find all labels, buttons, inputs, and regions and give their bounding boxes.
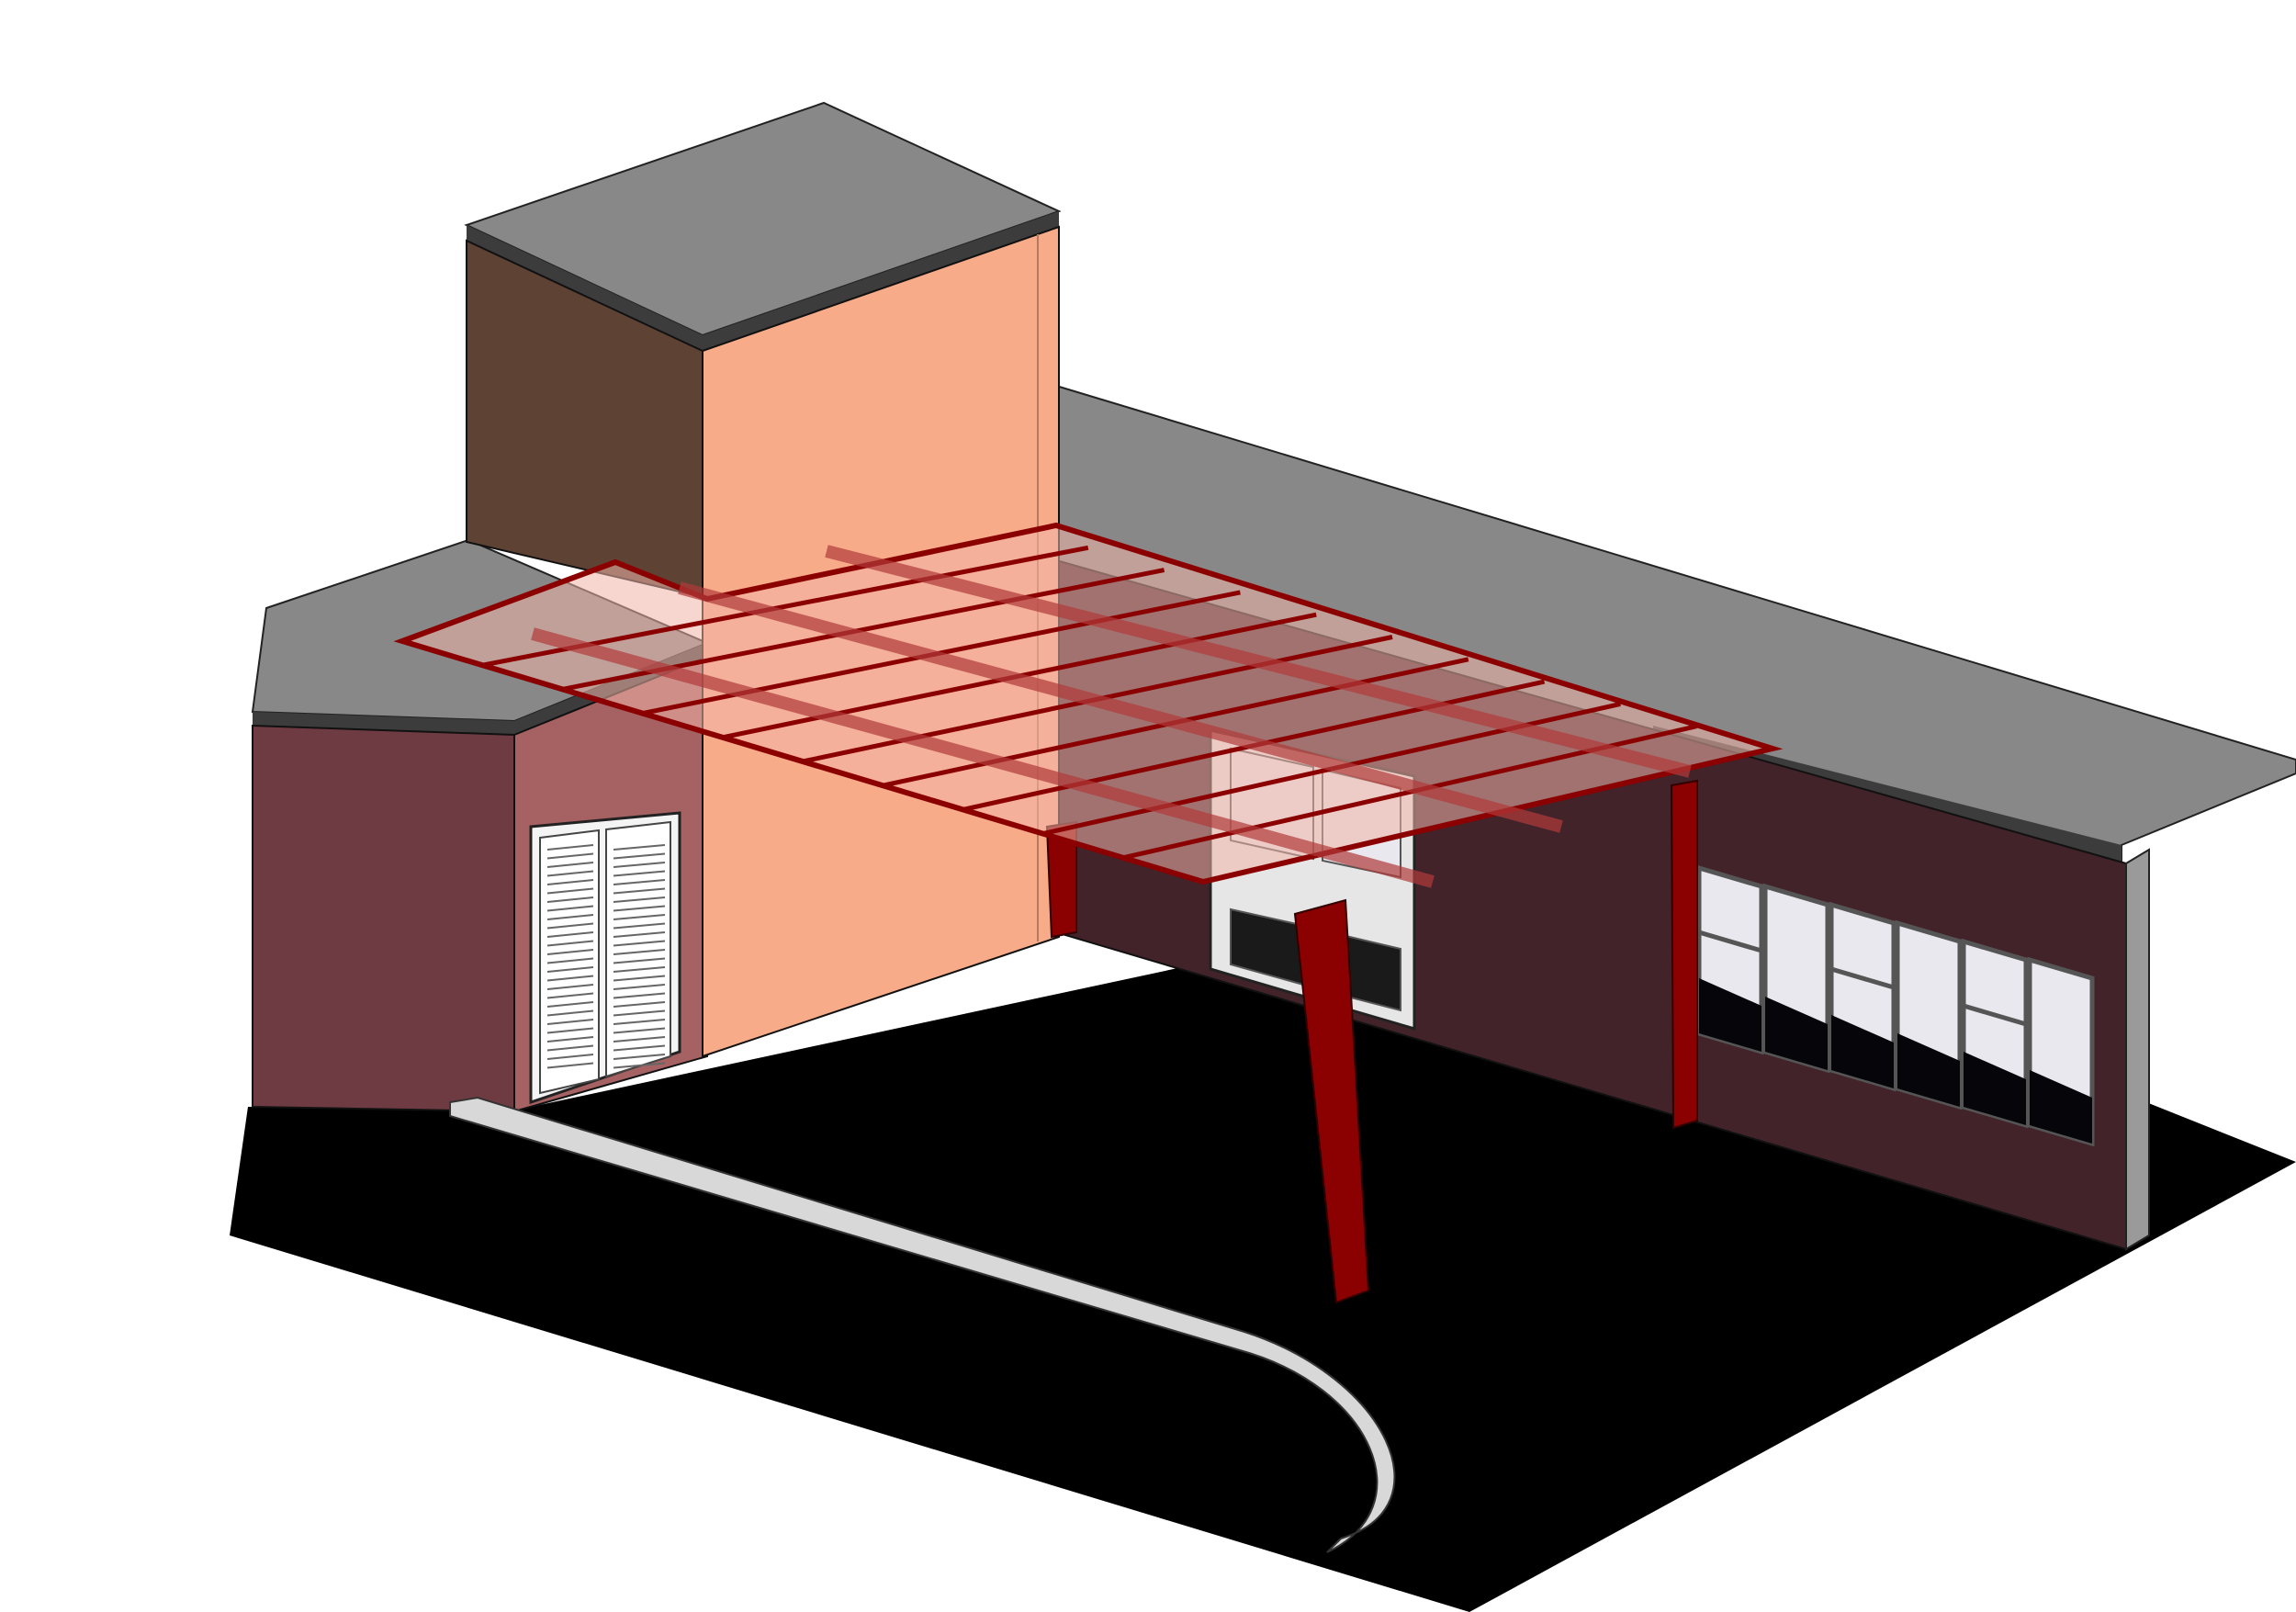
double-door-icon xyxy=(529,811,681,1105)
door-louvre xyxy=(613,870,666,877)
door-louvre xyxy=(613,887,666,895)
door-louvre xyxy=(613,966,666,973)
tower-roof-edge-right xyxy=(703,211,1059,351)
door-louvre xyxy=(546,957,594,964)
door-louvre xyxy=(613,1001,666,1008)
door-louvre xyxy=(613,1036,666,1043)
door-louvre xyxy=(546,1009,594,1017)
door-louvre xyxy=(613,975,666,982)
door-louvre xyxy=(546,975,594,982)
window-icon xyxy=(1895,919,1963,1110)
door-louvre xyxy=(546,852,594,860)
door-louvre xyxy=(613,905,666,912)
door-louvre xyxy=(546,1062,594,1069)
window-icon xyxy=(1696,864,1764,1055)
door-louvre xyxy=(613,896,666,903)
door-louvre xyxy=(613,879,666,885)
door-louvre xyxy=(546,879,594,885)
door-louvre xyxy=(613,862,666,868)
window-icon xyxy=(1829,901,1896,1092)
door-louvre xyxy=(613,1027,666,1034)
door-louvre xyxy=(613,922,666,930)
door-louvre xyxy=(613,844,666,851)
door-louvre xyxy=(546,905,594,912)
door-louvre xyxy=(546,914,594,920)
door-louvre xyxy=(546,992,594,999)
curved-curb xyxy=(449,1096,1396,1553)
door-louvre xyxy=(613,1019,666,1025)
door-louvre xyxy=(546,844,594,851)
door-louvre xyxy=(546,931,594,938)
window-icon xyxy=(1961,938,2029,1129)
window-icon xyxy=(2027,956,2095,1147)
door-louvre xyxy=(546,922,594,930)
door-louvre xyxy=(613,984,666,990)
door-louvre xyxy=(613,949,666,955)
door-louvre xyxy=(613,1009,666,1017)
door-louvre xyxy=(546,1036,594,1043)
door-louvre xyxy=(613,1044,666,1052)
door-louvre xyxy=(613,940,666,947)
door-louvre xyxy=(613,914,666,920)
door-louvre xyxy=(546,1044,594,1052)
canopy-front-post xyxy=(1293,898,1370,1304)
door-louvre xyxy=(546,896,594,903)
wing-left-wall xyxy=(252,724,515,1113)
window-band-icon xyxy=(1696,864,2095,1147)
main-wing-end-wall xyxy=(2125,848,2150,1251)
door-louvre xyxy=(546,862,594,868)
canopy-purlins xyxy=(531,545,1692,888)
door-louvre xyxy=(546,966,594,973)
door-louvre xyxy=(546,1001,594,1008)
door-louvre xyxy=(546,949,594,955)
door-louvre xyxy=(613,1054,666,1060)
tower-roof-edge-left xyxy=(467,225,703,351)
door-louvre xyxy=(546,1019,594,1025)
door-louvre xyxy=(613,852,666,860)
door-louvre xyxy=(546,1054,594,1060)
door-louvre xyxy=(613,957,666,964)
door-louvre xyxy=(546,870,594,877)
window-icon xyxy=(1762,883,1830,1074)
door-louvre xyxy=(546,940,594,947)
door-louvre xyxy=(546,984,594,990)
canopy-right-post xyxy=(1670,779,1698,1130)
door-louvre xyxy=(613,992,666,999)
door-louvre xyxy=(546,1027,594,1034)
door-louvre xyxy=(613,931,666,938)
door-louvre xyxy=(546,887,594,895)
wing-roof-edge xyxy=(253,712,514,735)
door-louvre xyxy=(613,1062,666,1069)
